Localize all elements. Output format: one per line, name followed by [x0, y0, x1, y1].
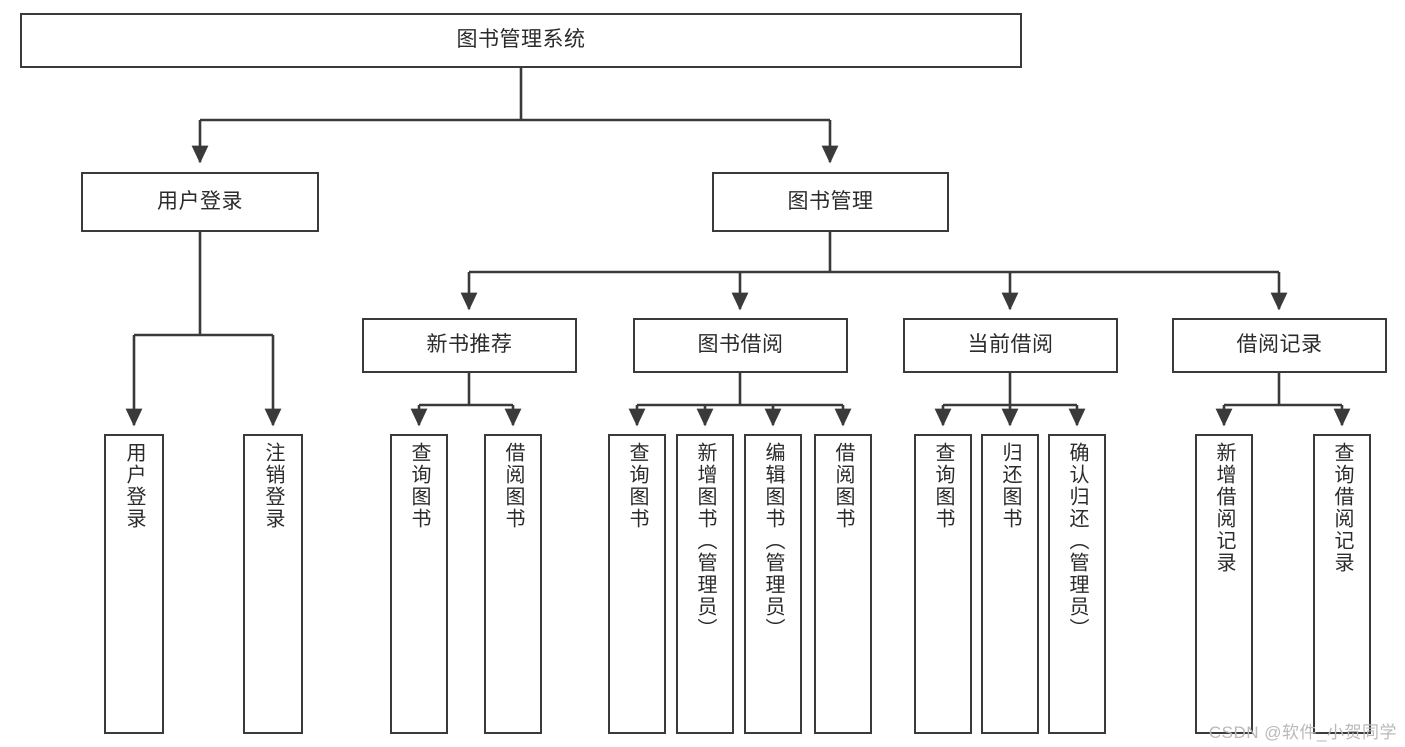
- node-leaf-borrow-book-1[interactable]: 借阅图书: [484, 434, 542, 734]
- node-label: 图书借阅: [697, 333, 784, 357]
- node-label: 用户登录: [157, 189, 243, 213]
- node-leaf-query-book-2[interactable]: 查询图书: [608, 434, 666, 734]
- node-leaf-query-book-1[interactable]: 查询图书: [390, 434, 448, 734]
- node-leaf-query-record[interactable]: 查询借阅记录: [1313, 434, 1371, 734]
- node-new-book-recommend[interactable]: 新书推荐: [362, 318, 577, 373]
- node-borrow-record[interactable]: 借阅记录: [1172, 318, 1387, 373]
- watermark-credit: CSDN @软件_小贺同学: [1208, 723, 1397, 742]
- node-leaf-confirm-return[interactable]: 确认归还（管理员）: [1048, 434, 1106, 734]
- node-label: 新书推荐: [426, 333, 513, 357]
- node-leaf-add-book[interactable]: 新增图书（管理员）: [676, 434, 734, 734]
- node-root-system[interactable]: 图书管理系统: [20, 13, 1022, 68]
- node-label: 新增借阅记录: [1213, 442, 1235, 574]
- node-book-manage[interactable]: 图书管理: [712, 172, 949, 232]
- node-label: 图书管理系统: [456, 28, 586, 52]
- node-leaf-query-book-3[interactable]: 查询图书: [914, 434, 972, 734]
- node-label: 查询图书: [408, 442, 430, 530]
- node-leaf-edit-book[interactable]: 编辑图书（管理员）: [744, 434, 802, 734]
- node-label: 借阅图书: [502, 442, 524, 530]
- node-label: 当前借阅: [967, 333, 1054, 357]
- node-label: 借阅图书: [832, 442, 854, 530]
- node-leaf-return-book[interactable]: 归还图书: [981, 434, 1039, 734]
- node-label: 新增图书（管理员）: [694, 442, 716, 640]
- node-leaf-logout-login[interactable]: 注销登录: [243, 434, 303, 734]
- node-label: 用户登录: [123, 442, 145, 530]
- node-label: 查询图书: [626, 442, 648, 530]
- node-user-login[interactable]: 用户登录: [81, 172, 319, 232]
- node-label: 编辑图书（管理员）: [762, 442, 784, 640]
- node-leaf-user-login[interactable]: 用户登录: [104, 434, 164, 734]
- node-leaf-add-record[interactable]: 新增借阅记录: [1195, 434, 1253, 734]
- node-current-borrow[interactable]: 当前借阅: [903, 318, 1118, 373]
- node-leaf-borrow-book-2[interactable]: 借阅图书: [814, 434, 872, 734]
- node-label: 归还图书: [999, 442, 1021, 530]
- node-book-borrow[interactable]: 图书借阅: [633, 318, 848, 373]
- node-label: 注销登录: [262, 442, 284, 530]
- node-label: 查询图书: [932, 442, 954, 530]
- node-label: 图书管理: [787, 189, 874, 213]
- node-label: 借阅记录: [1236, 333, 1323, 357]
- node-label: 查询借阅记录: [1331, 442, 1353, 574]
- node-label: 确认归还（管理员）: [1066, 442, 1088, 640]
